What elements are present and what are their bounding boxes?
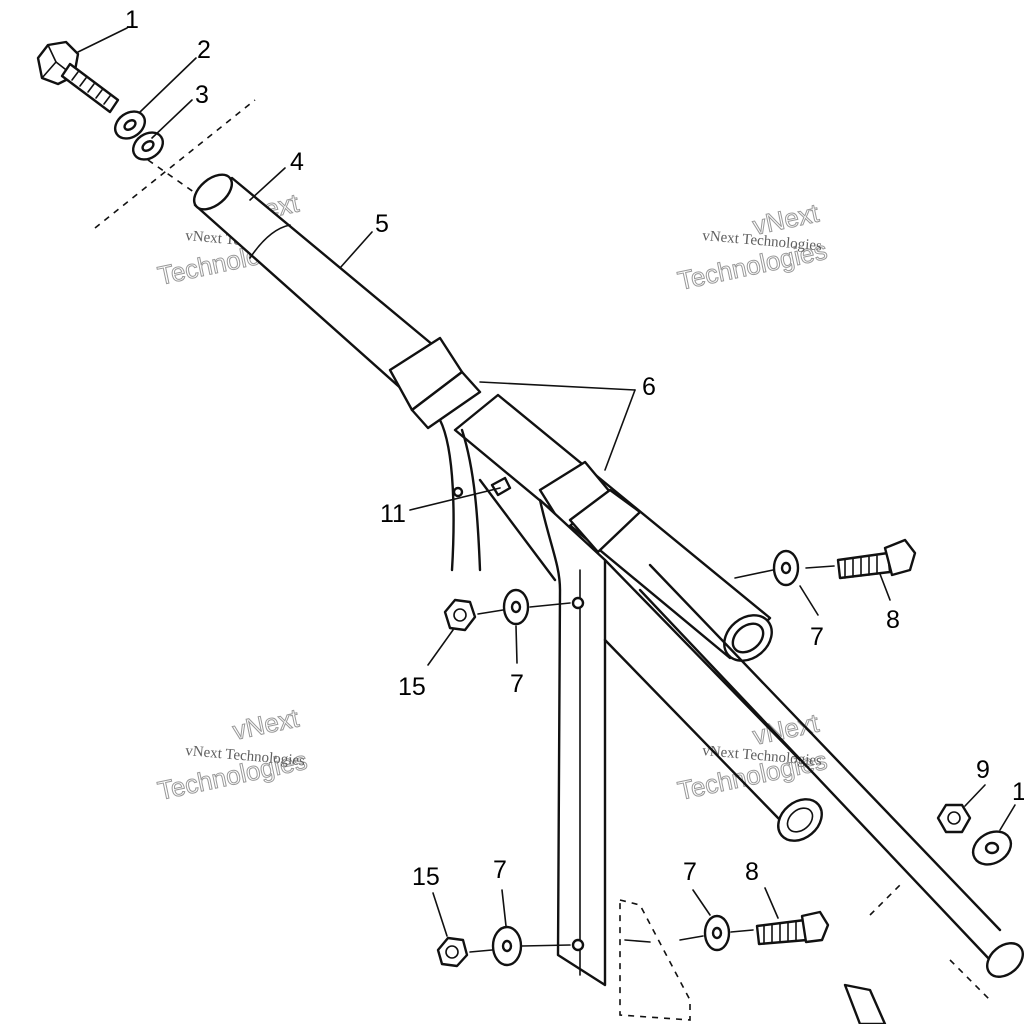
callout-7-bottom-left: 7 [493,856,507,884]
callout-7-left: 7 [510,670,524,698]
callout-4: 4 [290,148,304,176]
callout-5: 5 [375,210,389,238]
tube-part-5 [192,173,447,394]
callout-6: 6 [642,373,656,401]
callout-11: 11 [380,500,406,528]
washer-part-7-bottom-left [491,925,523,967]
callout-15-lower: 15 [412,863,440,891]
callout-10: 1 [1012,778,1024,806]
callout-8-lower: 8 [745,858,759,886]
tube-joint-line [249,224,291,259]
bushing-lower-part-6 [538,460,642,554]
grease-fitting-part-11 [490,476,512,497]
callout-1: 1 [125,6,139,34]
callout-15-upper: 15 [398,673,426,701]
bushing-upper-part-6 [388,336,482,430]
nut-part-9 [936,803,972,834]
mount-hole [452,486,464,498]
nut-part-15-upper [443,598,477,632]
watermark-bottom-left: vNext Technologies vNext Technologies [155,702,311,806]
backing-plate [619,898,691,1021]
callout-9: 9 [976,756,990,784]
tube-end-part-4 [192,173,234,211]
hanger-plate-body [538,498,607,987]
callout-labels: 1 2 3 4 5 6 11 7 8 15 7 9 1 15 7 7 8 [125,6,1024,891]
plate-hole-lower [571,938,585,952]
washer-part-7-right-upper [772,549,800,587]
left-mount-bracket [438,418,557,582]
bolt-part-8-upper [836,538,917,580]
callout-2: 2 [197,36,211,64]
washer-part-10 [971,830,1013,866]
callout-7-right: 7 [810,623,824,651]
leader-lines [77,27,1016,937]
hanger-plate [538,498,607,987]
bolt-part-8-lower [755,910,830,946]
nut-part-15-lower [436,936,469,968]
plate-hole-upper [571,596,585,610]
lock-washer-part-3 [131,131,165,161]
callout-7-bottom-right: 7 [683,858,697,886]
arm-tube-end [777,798,823,842]
assembly-axis-dashed [147,159,199,196]
watermark-word-1: vNext [230,703,302,746]
washer-part-2 [113,110,147,140]
hex-bolt-part-1 [36,40,120,114]
callout-8-upper: 8 [886,606,900,634]
centerline-dashed [94,99,256,229]
washer-part-7-left-upper [502,588,530,626]
washer-part-7-bottom-right [703,914,731,952]
suspension-arm [603,558,1024,1024]
watermark-top-right: vNext Technologies vNext Technologies [675,197,831,296]
callout-3: 3 [195,81,209,109]
